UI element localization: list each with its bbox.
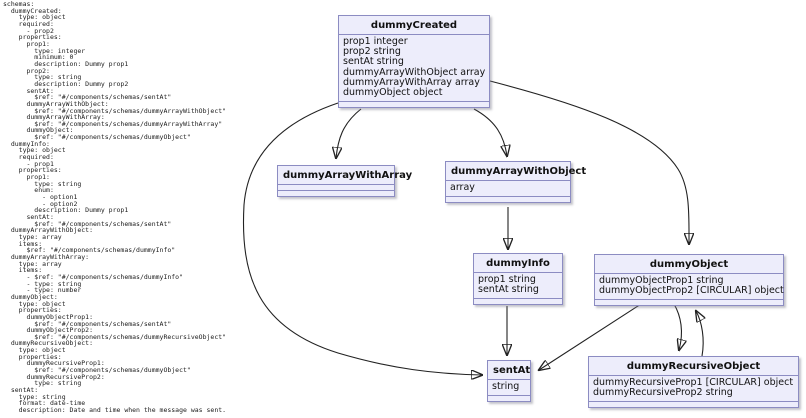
edge-dummyCreated-to-dummyArrayWithArray [336, 108, 362, 158]
node-dummyObject-props: dummyObjectProp1 string dummyObjectProp2… [595, 274, 784, 301]
edge-dummyCreated-to-dummyObject [489, 80, 689, 244]
node-dummyRecursiveObject-props: dummyRecursiveProp1 [CIRCULAR] object du… [589, 376, 798, 403]
prop-line: dummyObjectProp1 string [599, 275, 724, 286]
node-empty-compartment [474, 299, 562, 304]
node-dummyCreated: dummyCreated prop1 integer prop2 string … [338, 15, 490, 109]
prop-line: dummyObject object [343, 87, 443, 99]
edge-dummyRecursiveObject-to-dummyObject [696, 311, 703, 357]
node-empty-compartment [446, 197, 570, 202]
node-dummyRecursiveObject-title: dummyRecursiveObject [589, 357, 798, 376]
prop-line: sentAt string [478, 284, 539, 296]
node-empty-compartment [339, 102, 489, 107]
node-dummyObject-title: dummyObject [595, 255, 783, 274]
node-dummyArrayWithObject: dummyArrayWithObject array [445, 161, 586, 204]
node-dummyArrayWithArray-title: dummyArrayWithArray [278, 166, 412, 185]
node-dummyCreated-title: dummyCreated [339, 16, 489, 35]
node-empty-compartment [595, 300, 783, 305]
node-empty-compartment [589, 402, 798, 407]
node-empty-compartment [488, 396, 530, 401]
node-dummyArrayWithObject-title: dummyArrayWithObject [446, 162, 586, 181]
prop-line: prop1 integer [343, 36, 408, 47]
prop-line: array [450, 182, 475, 193]
prop-line: dummyArrayWithObject array [343, 66, 486, 78]
prop-line: prop2 string [343, 46, 401, 58]
node-dummyObject: dummyObject dummyObjectProp1 string dumm… [594, 254, 784, 307]
node-dummyRecursiveObject: dummyRecursiveObject dummyRecursiveProp1… [588, 356, 799, 409]
node-dummyInfo: dummyInfo prop1 string sentAt string [473, 253, 563, 306]
node-dummyCreated-props: prop1 integer prop2 string sentAt string… [339, 35, 489, 103]
prop-line: dummyArrayWithArray array [343, 76, 480, 88]
edge-dummyObject-to-sentAt [539, 303, 642, 370]
prop-line: dummyRecursiveProp1 [CIRCULAR] object [593, 377, 794, 388]
node-empty-compartment [278, 190, 394, 196]
edge-dummyCreated-to-sentAt [242, 102, 482, 375]
prop-line: prop1 string [478, 274, 536, 285]
prop-line: sentAt string [343, 56, 404, 68]
node-sentAt: sentAt string [487, 360, 531, 403]
prop-line: string [492, 381, 520, 392]
node-dummyArrayWithObject-props: array [446, 181, 570, 198]
node-sentAt-props: string [488, 380, 530, 397]
node-dummyInfo-title: dummyInfo [474, 254, 562, 273]
node-dummyInfo-props: prop1 string sentAt string [474, 273, 562, 300]
prop-line: dummyObjectProp2 [CIRCULAR] object [599, 285, 784, 297]
edge-dummyCreated-to-dummyArrayWithObject [473, 108, 507, 156]
edge-dummyObject-to-dummyRecursiveObject [673, 303, 681, 350]
node-dummyArrayWithArray: dummyArrayWithArray [277, 165, 412, 197]
yaml-source: schemas: dummyCreated: type: object requ… [3, 0, 227, 415]
node-sentAt-title: sentAt [488, 361, 530, 380]
prop-line: dummyRecursiveProp2 string [593, 387, 733, 399]
